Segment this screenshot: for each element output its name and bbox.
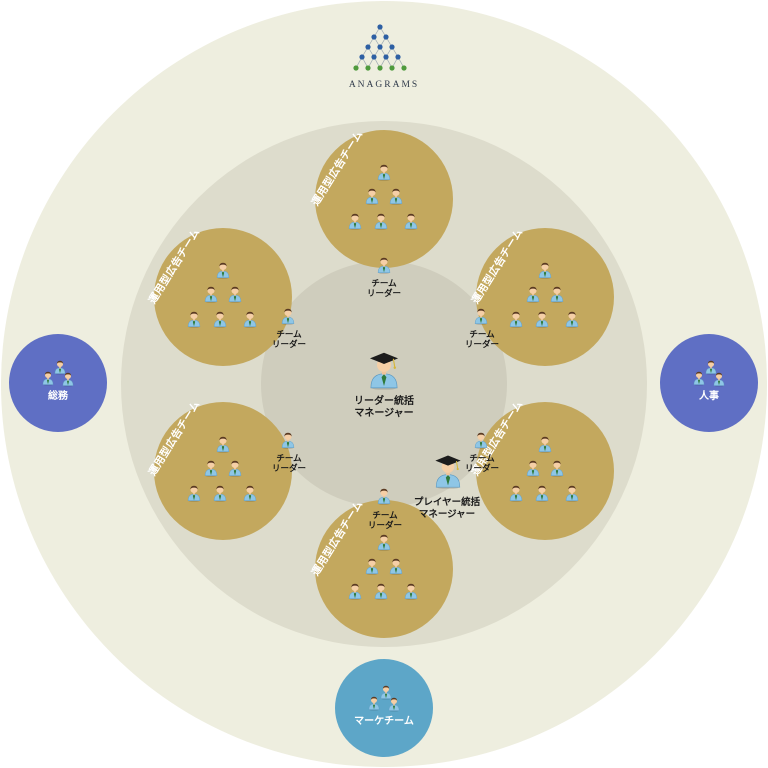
logo-name: ANAGRAMS bbox=[349, 80, 419, 90]
logo-dot bbox=[389, 65, 395, 71]
logo-dot bbox=[383, 34, 389, 40]
team-circle-6: 運用型広告チーム bbox=[309, 498, 453, 638]
dept-general-affairs: 総務 bbox=[9, 334, 107, 432]
center-title-line1: リーダー統括 bbox=[354, 394, 414, 407]
logo-dot bbox=[401, 65, 407, 71]
logo-dot bbox=[389, 44, 395, 50]
dept-general-affairs-label: 総務 bbox=[48, 389, 69, 402]
player-manager-line1: プレイヤー統括 bbox=[414, 496, 481, 508]
team-circle-bg bbox=[315, 130, 453, 268]
logo-dot bbox=[377, 65, 383, 71]
logo-dot bbox=[365, 65, 371, 71]
dept-marketing-label: マーケチーム bbox=[354, 715, 414, 727]
dept-marketing-bg bbox=[335, 659, 433, 757]
dept-hr-label: 人事 bbox=[699, 389, 719, 402]
logo-dot bbox=[377, 44, 383, 50]
team-leader-label-line2: リーダー bbox=[272, 339, 306, 350]
logo-dot bbox=[371, 54, 377, 60]
logo-dot bbox=[359, 54, 365, 60]
logo-dot bbox=[371, 34, 377, 40]
team-leader-label-line1: チーム bbox=[276, 330, 302, 340]
logo-dot bbox=[365, 44, 371, 50]
team-circle-bg bbox=[154, 402, 292, 540]
team-leader-label-line2: リーダー bbox=[465, 339, 499, 350]
team-leader-label-line2: リーダー bbox=[368, 520, 402, 531]
team-circle-bg bbox=[154, 228, 292, 366]
team-leader-label-line1: チーム bbox=[469, 330, 495, 340]
team-leader-label-line1: チーム bbox=[469, 454, 495, 464]
logo-dot bbox=[377, 24, 383, 30]
team-leader-label-line2: リーダー bbox=[367, 288, 401, 299]
team-leader-label-line1: チーム bbox=[372, 511, 398, 521]
diagram-content: ANAGRAMS運用型広告チーム運用型広告チーム運用型広告チーム運用型広告チーム… bbox=[9, 24, 758, 757]
player-manager-line2: マネージャー bbox=[419, 509, 475, 520]
anagrams-logo-icon bbox=[353, 24, 407, 71]
logo-dot bbox=[353, 65, 359, 71]
team-leader-label-line2: リーダー bbox=[272, 463, 306, 474]
team-circle-bg bbox=[476, 402, 614, 540]
dept-hr: 人事 bbox=[660, 334, 758, 432]
logo-dot bbox=[383, 54, 389, 60]
team-leader-label-line2: リーダー bbox=[465, 463, 499, 474]
team-leader-label-line1: チーム bbox=[276, 454, 302, 464]
logo-dot bbox=[395, 54, 401, 60]
center-title-line2: マネージャー bbox=[354, 407, 413, 419]
dept-marketing: マーケチーム bbox=[335, 659, 433, 757]
dept-hr-bg bbox=[660, 334, 758, 432]
team-leader-label-line1: チーム bbox=[371, 279, 397, 289]
dept-general-affairs-bg bbox=[9, 334, 107, 432]
team-circle-bg bbox=[315, 500, 453, 638]
team-circle-bg bbox=[476, 228, 614, 366]
